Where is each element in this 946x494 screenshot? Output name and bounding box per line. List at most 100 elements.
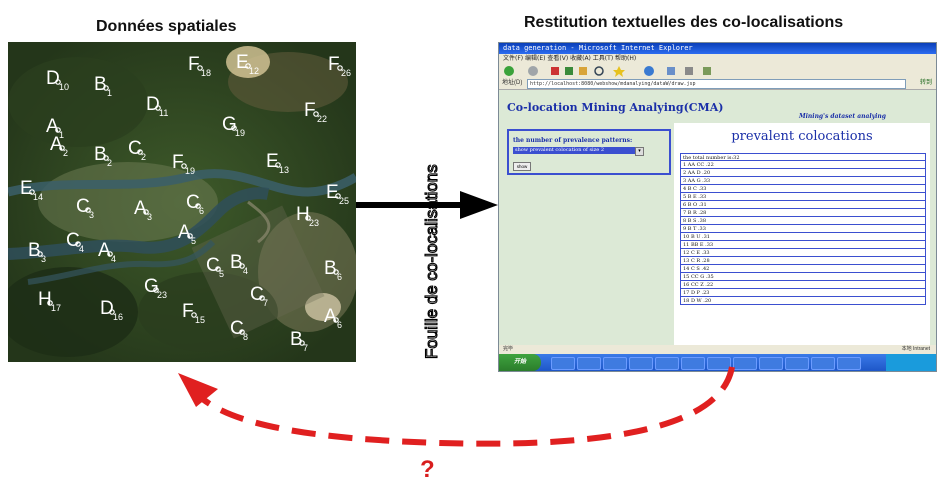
taskbar-item[interactable] [785,357,809,370]
table-row: the total number is:32 [680,153,926,161]
results-panel: prevalent colocations the total number i… [674,123,930,371]
prevalent-heading: prevalent colocations [731,129,873,144]
map-point-marker [47,300,53,306]
browser-title-bar: data generation - Microsoft Internet Exp… [499,43,936,54]
map-point-marker [75,241,81,247]
patterns-label: the number of prevalence patterns: [513,137,633,144]
map-point-letter: H [296,204,310,225]
address-field[interactable]: http://localhost:8080/webshow/mdanalying… [527,79,906,89]
map-point-letter: A [46,116,59,137]
map-point-letter: C [186,192,200,213]
map-point-marker [275,162,281,168]
map-point-letter: B [324,258,337,279]
taskbar-item[interactable] [707,357,731,370]
table-row: 2 AA D .20 [680,169,926,177]
spatial-data-title: Données spatiales [96,18,237,35]
map-point-letter: F [172,152,184,173]
map-point-letter: B [94,74,107,95]
taskbar-item[interactable] [681,357,705,370]
table-row: 3 AA G .33 [680,177,926,185]
map-point-marker [107,251,113,257]
map-point-letter: C [76,196,90,217]
table-row: 9 B T .33 [680,225,926,233]
go-button[interactable]: 转到 [919,80,932,86]
table-row: 14 C S .42 [680,265,926,273]
map-point-index: 16 [113,312,123,322]
map-point-index: 13 [279,165,289,175]
map-point-letter: A [178,222,191,243]
taskbar-item[interactable] [551,357,575,370]
home-icon [579,67,587,75]
map-point-letter: D [146,94,160,115]
map-point-index: 2 [63,148,68,158]
table-row: 7 B R .28 [680,209,926,217]
map-point-marker [197,65,203,71]
taskbar-item[interactable] [837,357,861,370]
feedback-arrow [178,366,735,447]
taskbar-item[interactable] [759,357,783,370]
map-point-index: 17 [51,303,61,313]
table-row: 4 B C .33 [680,185,926,193]
map-point-marker [337,65,343,71]
map-point-marker [313,111,319,117]
map-point-letter: A [134,198,147,219]
taskbar-item[interactable] [811,357,835,370]
map-point-index: 5 [219,269,224,279]
map-point-marker [187,233,193,239]
map-point-marker [109,309,115,315]
start-button[interactable]: 开始 [499,354,541,371]
map-point-marker [333,269,339,275]
map-point-index: 23 [157,290,167,300]
map-point-letter: F [188,54,200,75]
address-label: 地址(D) [502,80,523,86]
stop-icon [551,67,559,75]
table-row: 17 D P .23 [680,289,926,297]
pattern-size-select[interactable]: show prevalent colocation of size 2 [513,147,635,154]
taskbar-item[interactable] [629,357,653,370]
taskbar-item[interactable] [603,357,627,370]
map-point-letter: B [230,252,243,273]
map-point-index: 2 [107,158,112,168]
map-point-marker [103,85,109,91]
map-point-index: 3 [147,212,152,222]
map-point-index: 1 [107,88,112,98]
taskbar-item[interactable] [655,357,679,370]
map-point-marker [143,209,149,215]
map-point-index: 14 [33,192,43,202]
map-point-index: 4 [111,254,116,264]
taskbar-item[interactable] [733,357,757,370]
map-point-index: 7 [303,343,308,353]
map-point-letter: D [100,298,114,319]
taskbar: 开始 [499,354,936,371]
status-bar: 完毕 本地 Intranet [499,345,936,354]
table-row: 18 D W .20 [680,297,926,305]
app-title: Co-location Mining Analying(CMA) [507,101,724,114]
map-point-letter: F [182,301,194,322]
table-row: 6 B O .31 [680,201,926,209]
map-point-letter: B [28,240,41,261]
map-point-marker [245,63,251,69]
map-point-marker [259,295,265,301]
map-point-marker [37,251,43,257]
taskbar-item[interactable] [577,357,601,370]
map-point-marker [231,125,237,131]
history-icon [667,67,675,75]
back-icon [504,66,514,76]
show-button[interactable]: show [513,162,531,171]
map-point-index: 6 [199,206,204,216]
table-row: 5 B E .33 [680,193,926,201]
chevron-down-icon[interactable]: ▾ [635,147,644,156]
